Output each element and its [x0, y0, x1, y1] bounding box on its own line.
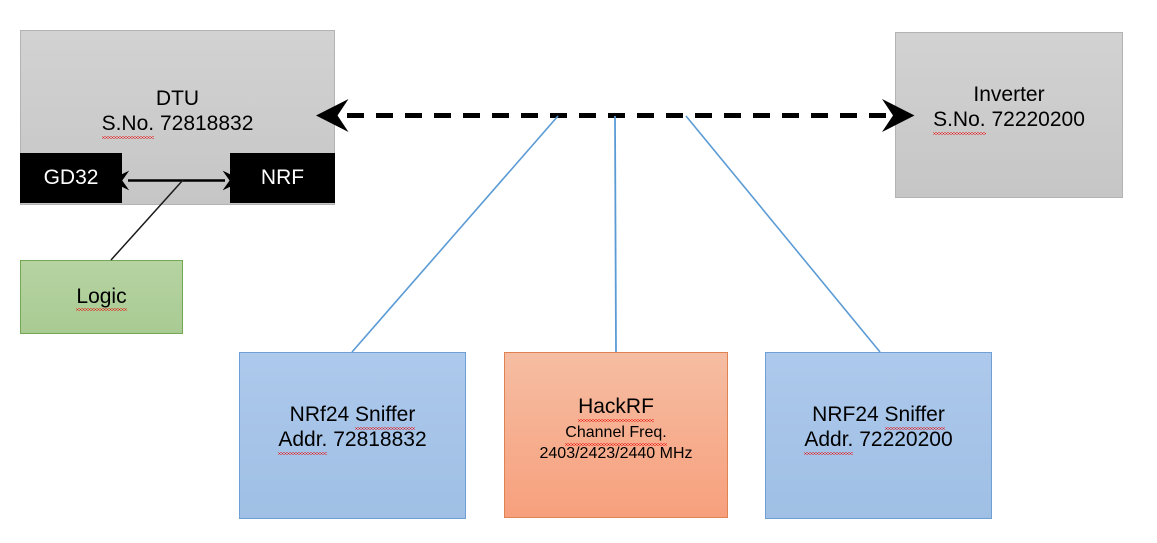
hackrf-title: HackRF	[578, 395, 654, 422]
dtu-serial: S.No. 72818832	[101, 111, 254, 139]
hackrf-channel-value: 2403/2423/2440 MHz	[539, 444, 693, 462]
sniffer-right-addr-value: 72220200	[859, 427, 953, 451]
inverter-serial-value: 72220200	[991, 107, 1085, 131]
node-logic[interactable]: Logic	[20, 260, 183, 334]
sniffer-left-title: NRf24 Sniffer	[289, 403, 416, 430]
inverter-serial-label: S.No.	[933, 107, 986, 135]
inverter-title: Inverter	[973, 83, 1045, 106]
node-sniffer-left[interactable]: NRf24 Sniffer Addr. 72818832	[239, 352, 466, 519]
sniffer-left-addr-value: 72818832	[333, 427, 427, 451]
inverter-serial: S.No. 72220200	[933, 107, 1085, 135]
dtu-serial-value: 72818832	[159, 111, 254, 135]
sniffer-right-addr-label: Addr.	[804, 427, 854, 455]
nrf-label: NRF	[260, 166, 305, 189]
sniffer-left-title-word: Sniffer	[355, 403, 416, 430]
logic-label: Logic	[76, 284, 127, 312]
sniffer-right-title: NRF24 Sniffer	[812, 403, 946, 430]
node-hackrf[interactable]: HackRF Channel Freq. 2403/2423/2440 MHz	[504, 352, 728, 518]
sniffer-left-addr: Addr. 72818832	[278, 427, 427, 455]
node-nrf[interactable]: NRF	[230, 153, 335, 203]
connector-sniffer-right-tap	[685, 115, 881, 353]
sniffer-right-addr: Addr. 72220200	[804, 427, 953, 455]
gd32-label: GD32	[43, 166, 99, 189]
node-sniffer-right[interactable]: NRF24 Sniffer Addr. 72220200	[765, 352, 992, 519]
node-gd32[interactable]: GD32	[20, 153, 122, 203]
dtu-serial-label: S.No.	[101, 111, 155, 139]
node-inverter[interactable]: Inverter S.No. 72220200	[895, 32, 1123, 198]
dtu-title: DTU	[155, 87, 200, 110]
sniffer-right-title-word: Sniffer	[884, 403, 946, 430]
connector-sniffer-left-tap	[351, 115, 559, 353]
connector-hackrf-tap	[614, 115, 617, 353]
sniffer-left-addr-label: Addr.	[278, 427, 328, 455]
hackrf-channel-label: Channel Freq.	[565, 423, 668, 446]
